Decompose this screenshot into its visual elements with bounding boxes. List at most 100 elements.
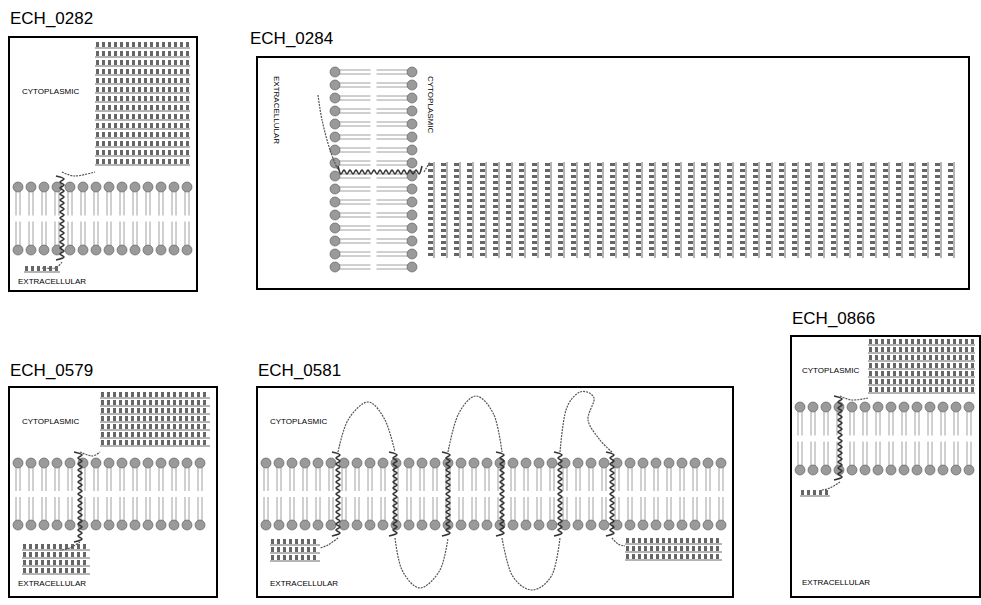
residue-mark: [922, 235, 927, 238]
residue-mark: [119, 392, 122, 397]
residue-mark: [155, 424, 158, 429]
residue-mark: [935, 387, 938, 392]
lipid-head: [156, 458, 166, 468]
lipid-head: [26, 245, 36, 255]
residue-mark: [883, 205, 888, 208]
residue-mark: [753, 223, 758, 226]
residue-mark: [893, 339, 896, 344]
residue-mark: [101, 440, 104, 445]
residue-mark: [454, 205, 459, 208]
lipid-head: [638, 520, 648, 530]
residue-mark: [186, 114, 189, 119]
residue-mark: [675, 253, 680, 256]
residue-mark: [107, 440, 110, 445]
residue-mark: [65, 568, 68, 573]
residue-mark: [571, 253, 576, 256]
residue-mark: [923, 371, 926, 376]
residue-mark: [131, 424, 134, 429]
lipid-head: [130, 245, 140, 255]
residue-mark: [313, 547, 316, 552]
lipid-head: [847, 402, 857, 412]
residue-mark: [180, 87, 183, 92]
residue-mark: [947, 387, 950, 392]
residue-mark: [480, 181, 485, 184]
lipid-head: [886, 465, 896, 475]
lipid-head: [39, 182, 49, 192]
residue-mark: [132, 123, 135, 128]
residue-mark: [893, 347, 896, 352]
residue-mark: [519, 169, 524, 172]
residue-mark: [870, 229, 875, 232]
residue-mark: [143, 416, 146, 421]
lipid-head: [117, 182, 127, 192]
residue-mark: [883, 241, 888, 244]
residue-mark: [107, 424, 110, 429]
residue-mark: [493, 205, 498, 208]
residue-mark: [893, 387, 896, 392]
residue-mark: [131, 392, 134, 397]
residue-mark: [870, 217, 875, 220]
residue-mark: [965, 379, 968, 384]
residue-mark: [571, 163, 576, 166]
residue-mark: [896, 205, 901, 208]
residue-mark: [692, 554, 695, 559]
residue-mark: [688, 211, 693, 214]
residue-mark: [571, 223, 576, 226]
residue-row: [24, 272, 60, 273]
residue-mark: [162, 60, 165, 65]
residue-mark: [467, 193, 472, 196]
residue-mark: [779, 187, 784, 190]
residue-mark: [126, 132, 129, 137]
lipid-head: [821, 402, 831, 412]
residue-mark: [467, 253, 472, 256]
residue-mark: [857, 181, 862, 184]
residue-mark: [493, 217, 498, 220]
residue-mark: [454, 169, 459, 172]
residue-mark: [818, 163, 823, 166]
residue-mark: [649, 235, 654, 238]
residue-mark: [454, 217, 459, 220]
residue-mark: [948, 181, 953, 184]
residue-mark: [650, 554, 653, 559]
residue-mark: [948, 175, 953, 178]
lipid-head: [274, 458, 284, 468]
residue-mark: [96, 96, 99, 101]
residue-mark: [710, 554, 713, 559]
lipid-head: [456, 458, 466, 468]
lipid-head: [407, 132, 417, 142]
residue-mark: [149, 392, 152, 397]
residue-mark: [779, 205, 784, 208]
residue-mark: [96, 123, 99, 128]
residue-mark: [186, 150, 189, 155]
residue-chain: [395, 538, 448, 588]
residue-row: [577, 162, 578, 258]
residue-mark: [680, 546, 683, 551]
residue-mark: [179, 400, 182, 405]
lipid-tail: [377, 100, 413, 101]
residue-mark: [883, 229, 888, 232]
lipid-head: [326, 520, 336, 530]
residue-mark: [626, 538, 629, 543]
residue-mark: [887, 363, 890, 368]
residue-mark: [162, 87, 165, 92]
lipid-head: [925, 465, 935, 475]
lipid-head: [352, 520, 362, 530]
residue-mark: [675, 247, 680, 250]
residue-mark: [753, 187, 758, 190]
residue-mark: [971, 371, 974, 376]
residue-mark: [881, 355, 884, 360]
lipid-tail: [335, 265, 371, 266]
residue-mark: [662, 163, 667, 166]
residue-mark: [688, 187, 693, 190]
residue-mark: [597, 205, 602, 208]
residue-mark: [636, 175, 641, 178]
residue-mark: [610, 223, 615, 226]
residue-mark: [545, 229, 550, 232]
residue-mark: [905, 339, 908, 344]
residue-mark: [107, 408, 110, 413]
residue-mark: [740, 205, 745, 208]
residue-row: [811, 162, 812, 258]
residue-stack: [95, 42, 190, 165]
residue-mark: [428, 235, 433, 238]
lipid-tail: [377, 122, 413, 123]
